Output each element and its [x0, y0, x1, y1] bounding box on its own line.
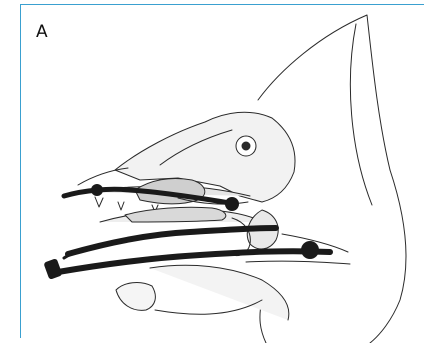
- chin: [116, 283, 155, 311]
- tracheal-cuff: [301, 241, 319, 259]
- eye-pupil: [242, 142, 250, 150]
- neck-outline: [370, 170, 406, 343]
- nasopharynx-balloon: [225, 197, 239, 211]
- mandible-body: [150, 265, 289, 320]
- ear-inner-line: [350, 24, 372, 205]
- nasal-tube-cuff: [91, 184, 103, 196]
- tube-connector: [43, 258, 62, 280]
- esophagus: [246, 261, 350, 264]
- tongue: [125, 207, 226, 222]
